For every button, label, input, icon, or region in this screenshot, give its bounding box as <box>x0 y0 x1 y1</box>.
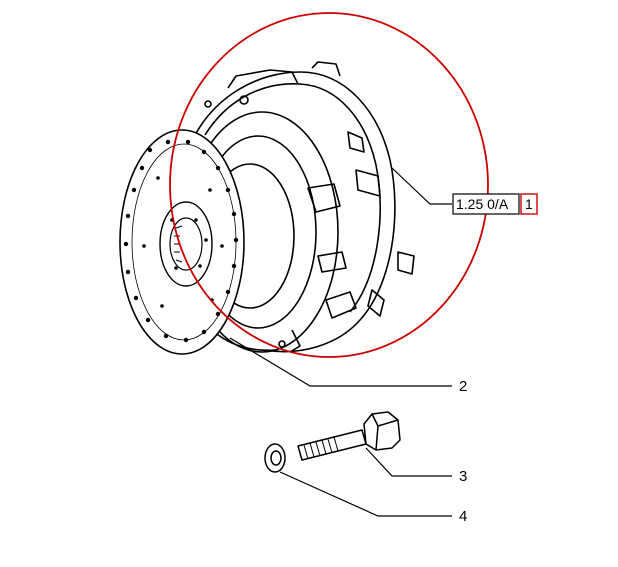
leader-lines <box>229 167 452 517</box>
leader-line-3 <box>365 447 452 477</box>
disc-rivets <box>123 139 239 343</box>
callout-3: 3 <box>459 468 467 485</box>
leader-line-2 <box>229 337 452 387</box>
callout-2: 2 <box>459 378 467 395</box>
reference-label: 1.25 0/A 1 <box>452 193 538 215</box>
callout-4: 4 <box>459 508 467 525</box>
clutch-disc <box>119 129 245 355</box>
washer <box>264 443 286 473</box>
bolt <box>297 411 401 461</box>
leader-line-1 <box>391 167 452 205</box>
reference-item-number: 1 <box>525 196 533 212</box>
reference-label-text: 1.25 0/A <box>456 196 509 212</box>
highlight-circle <box>169 12 489 358</box>
leader-line-4 <box>279 471 452 517</box>
